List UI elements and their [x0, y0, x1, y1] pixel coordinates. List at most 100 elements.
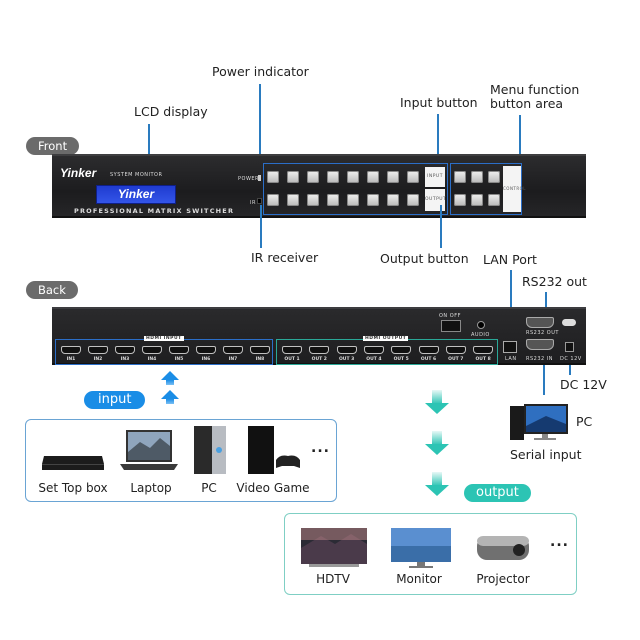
input-select-button[interactable]	[367, 171, 379, 183]
set-top-box-icon	[42, 456, 104, 470]
menu-function-callout-line1: Menu function	[490, 82, 580, 97]
system-monitor-label: SYSTEM MONITOR	[110, 172, 163, 178]
input-arrow-stem-2	[166, 399, 174, 404]
output-arrow-down-1	[425, 403, 449, 414]
hdmi-output-port	[445, 346, 466, 354]
dc-12v-callout: DC 12V	[560, 377, 607, 392]
menu-callout-line	[519, 115, 521, 168]
hdmi-input-label: IN2	[93, 357, 103, 362]
hdmi-output-label: OUT 7	[448, 357, 464, 362]
output-select-button[interactable]	[287, 194, 299, 206]
output-select-button[interactable]	[387, 194, 399, 206]
rs232-in-port	[526, 339, 554, 350]
display-device-label: Projector	[476, 572, 530, 586]
output-select-button[interactable]	[327, 194, 339, 206]
power-switch[interactable]	[441, 320, 461, 332]
lan-port	[503, 341, 517, 353]
game-console-icon	[248, 426, 300, 474]
hdmi-input-label: IN4	[147, 357, 157, 362]
hdmi-input-label: IN5	[174, 357, 184, 362]
power-label: POWER	[238, 176, 260, 182]
output-arrow-down-2	[425, 444, 449, 455]
hdmi-input-port	[196, 346, 216, 354]
output-select-button[interactable]	[267, 194, 279, 206]
laptop-icon	[120, 430, 178, 470]
hdmi-output-label: OUT 5	[393, 357, 409, 362]
audio-jack	[477, 321, 485, 329]
front-panel: Yinker SYSTEM MONITOR Yinker PROFESSIONA…	[52, 154, 586, 218]
output-button-callout: Output button	[380, 251, 469, 266]
ir-receiver-callout: IR receiver	[251, 250, 319, 265]
lan-label: LAN	[505, 356, 517, 362]
lcd-display-callout: LCD display	[134, 104, 208, 119]
input-arrow-up-1	[161, 371, 179, 380]
hdmi-input-port	[88, 346, 108, 354]
hdmi-input-label: IN7	[228, 357, 238, 362]
control-button[interactable]	[471, 194, 483, 206]
hdmi-output-label: OUT 8	[475, 357, 491, 362]
output-arrow-stem-1	[432, 390, 442, 404]
hdmi-input-port	[169, 346, 189, 354]
input-select-button[interactable]	[387, 171, 399, 183]
hdmi-output-port	[336, 346, 357, 354]
hdmi-output-label: OUT 2	[311, 357, 327, 362]
input-select-button[interactable]	[267, 171, 279, 183]
input-select-button[interactable]	[407, 171, 419, 183]
input-select-button[interactable]	[307, 171, 319, 183]
control-button[interactable]	[454, 171, 466, 183]
lan-port-callout: LAN Port	[483, 252, 537, 267]
control-button[interactable]	[454, 194, 466, 206]
hdtv-icon	[301, 528, 367, 567]
input-button-callout: Input button	[400, 95, 478, 110]
serial-pc-icon	[510, 404, 568, 440]
hdmi-output-label: OUT 6	[420, 357, 437, 362]
ir-receiver-window	[257, 198, 262, 204]
output-select-button[interactable]	[307, 194, 319, 206]
rs232-out-label: RS232 OUT	[526, 330, 559, 336]
hdmi-output-port	[473, 346, 494, 354]
display-device-label: Monitor	[396, 572, 442, 586]
hdmi-output-port	[309, 346, 330, 354]
hdmi-output-port	[282, 346, 302, 354]
power-led	[258, 175, 261, 181]
ground-screw	[562, 319, 576, 326]
power-callout-line	[259, 84, 261, 170]
control-button[interactable]	[488, 171, 500, 183]
serial-input-caption: Serial input	[510, 447, 582, 462]
hdmi-output-port	[391, 346, 412, 354]
input-row-label: INPUT	[425, 167, 445, 187]
hdmi-input-label: IN3	[120, 357, 130, 362]
hdmi-output-label: OUT 3	[338, 357, 355, 362]
lcd-callout-line	[148, 124, 150, 168]
output-select-button[interactable]	[347, 194, 359, 206]
input-badge: input	[84, 391, 146, 409]
rs232-callout-line	[545, 292, 547, 320]
front-section-label: Front	[26, 137, 80, 155]
input-callout-line	[437, 114, 439, 168]
output-select-button[interactable]	[407, 194, 419, 206]
hdmi-input-port	[223, 346, 243, 354]
rs232-out-callout: RS232 out	[522, 274, 587, 289]
rs232-in-label: RS232 IN	[526, 356, 553, 362]
input-select-button[interactable]	[347, 171, 359, 183]
back-section-label: Back	[26, 281, 78, 299]
input-select-button[interactable]	[287, 171, 299, 183]
control-button[interactable]	[488, 194, 500, 206]
output-arrow-down-3	[425, 485, 449, 496]
hdmi-input-port	[115, 346, 135, 354]
input-select-button[interactable]	[327, 171, 339, 183]
control-button[interactable]	[471, 171, 483, 183]
hdmi-input-port	[61, 346, 81, 354]
dc-power-jack	[565, 342, 574, 352]
lan-callout-line	[510, 270, 512, 332]
projector-icon	[477, 536, 529, 560]
hdmi-output-port	[418, 346, 439, 354]
output-select-button[interactable]	[367, 194, 379, 206]
power-indicator-callout: Power indicator	[212, 64, 309, 79]
control-label: CONTROL	[503, 166, 526, 212]
